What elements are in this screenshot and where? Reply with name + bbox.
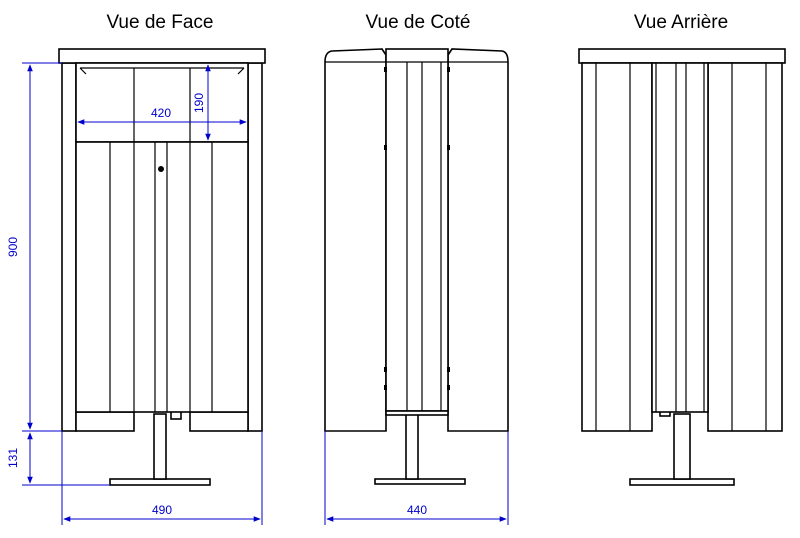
- side-right-column: [447, 48, 509, 432]
- lock-icon: [158, 166, 164, 172]
- side-bottom-rail: [385, 410, 449, 416]
- front-door: [75, 141, 249, 413]
- side-left-column: [324, 48, 387, 432]
- front-left-side-panel: [61, 62, 77, 432]
- back-post: [673, 413, 691, 480]
- dim-foot-height: 131: [6, 448, 20, 468]
- back-right-panel: [707, 62, 783, 432]
- side-view: [324, 48, 509, 485]
- dim-opening-width: 420: [151, 106, 171, 120]
- front-skirt-left: [75, 411, 135, 432]
- front-dimensions: 900 131 490 420 190: [6, 62, 263, 525]
- back-view-title: Vue Arrière: [634, 12, 728, 33]
- dim-front-width: 490: [152, 503, 172, 517]
- front-view-title: Vue de Face: [106, 12, 213, 33]
- side-view-title: Vue de Coté: [366, 12, 471, 33]
- dim-side-width: 440: [407, 503, 427, 517]
- side-base-plate: [374, 478, 466, 485]
- front-skirt-right: [189, 411, 249, 432]
- side-post: [405, 413, 419, 480]
- side-body: [385, 48, 449, 412]
- front-lid: [58, 48, 266, 64]
- front-right-side-panel: [247, 62, 263, 432]
- front-view: [58, 48, 266, 486]
- front-opening-area: [75, 62, 249, 143]
- back-view: [578, 48, 786, 486]
- dim-opening-height: 190: [192, 93, 206, 113]
- front-base-plate: [109, 478, 211, 486]
- side-dimensions: 440: [324, 431, 509, 525]
- back-left-panel: [581, 62, 653, 432]
- back-center-slats: [651, 62, 709, 413]
- dim-total-height: 900: [6, 237, 20, 257]
- back-base-plate: [629, 478, 735, 486]
- front-post: [153, 413, 167, 480]
- back-lid: [578, 48, 786, 64]
